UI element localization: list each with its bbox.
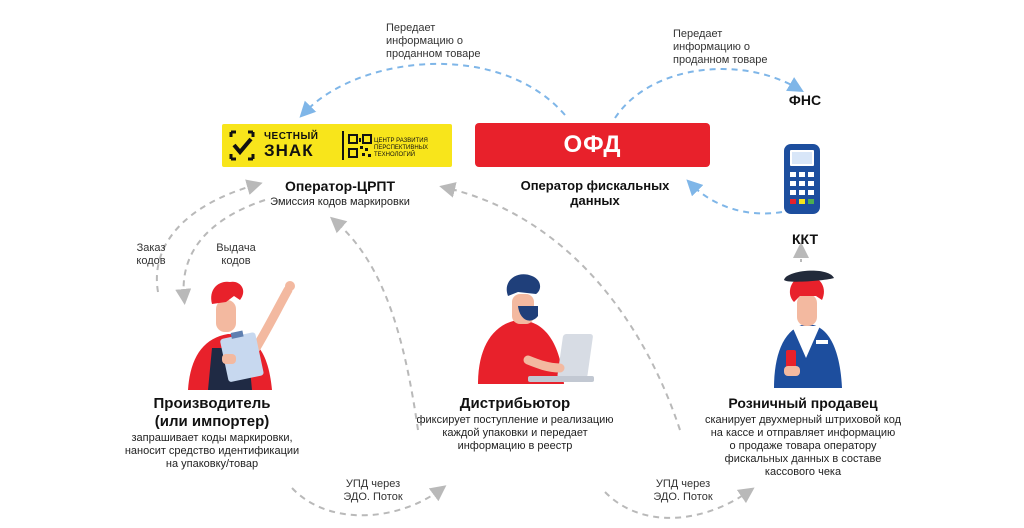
distributor-title: Дистрибьютор — [459, 395, 571, 412]
retailer-description: сканирует двухмерный штриховой код на ка… — [705, 414, 901, 478]
distributor-description: фиксирует поступление и реализацию каждо… — [416, 414, 614, 452]
note-order-codes: Заказ кодов — [136, 242, 166, 267]
pos-terminal-icon — [784, 144, 820, 214]
producer-figure — [188, 281, 295, 390]
qr-code-icon — [348, 134, 372, 158]
zn-subtitle: ЦЕНТР РАЗВИТИЯ ПЕРСПЕКТИВНЫХ ТЕХНОЛОГИЙ — [374, 138, 429, 158]
producer-title: Производитель (или импортер) — [153, 395, 271, 430]
arrow-ofd-to-cript — [299, 63, 566, 118]
arrow-retailer-to-cript — [439, 182, 681, 431]
retailer-figure — [774, 270, 842, 388]
fns-label: ФНС — [788, 92, 822, 108]
check-icon — [229, 130, 255, 161]
note-top-left: Передает информацию о проданном товаре — [386, 22, 481, 60]
zn-wordmark: ЧЕСТНЫЙ ЗНАК — [264, 131, 319, 160]
ofd-logo: ОФД — [475, 123, 710, 167]
producer-description: запрашивает коды маркировки, наносит сре… — [124, 432, 300, 470]
retailer-title: Розничный продавец — [728, 395, 878, 411]
arrow-order-codes — [155, 179, 263, 293]
arrow-upd-left — [291, 485, 447, 517]
cript-subtitle: Эмиссия кодов маркировки — [270, 196, 410, 208]
arrow-kkt-to-ofd — [686, 179, 783, 215]
arrow-issue-codes — [175, 199, 266, 305]
kkt-label: ККТ — [792, 231, 818, 247]
note-issue-codes: Выдача кодов — [216, 242, 256, 267]
chestny-znak-logo: ЧЕСТНЫЙ ЗНАК ЦЕНТР РАЗВИТИЯ ПЕРСПЕКТИВНЫ… — [222, 124, 452, 167]
distributor-figure — [478, 274, 594, 384]
cript-title: Оператор-ЦРПТ — [284, 178, 396, 194]
arrow-ofd-to-fns — [614, 68, 804, 119]
note-upd-right: УПД через ЭДО. Поток — [653, 478, 713, 503]
arrow-upd-right — [604, 487, 755, 519]
ofd-title: Оператор фискальных данных — [520, 178, 670, 208]
note-top-right: Передает информацию о проданном товаре — [673, 28, 768, 66]
arrow-distributor-to-cript — [329, 216, 419, 431]
note-upd-left: УПД через ЭДО. Поток — [343, 478, 403, 503]
